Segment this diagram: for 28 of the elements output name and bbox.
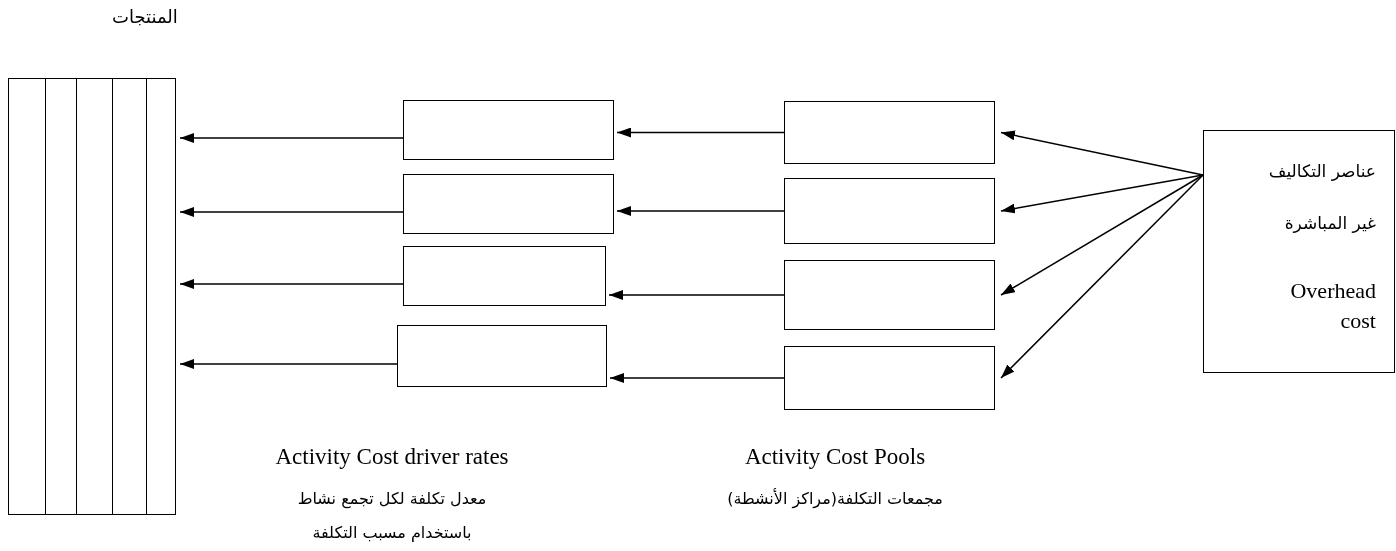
- arrow: [1000, 174, 1204, 214]
- arrow: [179, 133, 404, 143]
- caption-text: Activity Cost Pools: [743, 443, 927, 471]
- arrow: [609, 373, 785, 383]
- caption-text: معدل تكلفة لكل تجمع نشاط باستخدام مسبب التكلفة: [296, 488, 488, 544]
- cost-box: [1203, 130, 1395, 373]
- caption-text: Activity Cost driver rates: [274, 443, 510, 471]
- empty-box: [784, 178, 995, 244]
- arrow: [608, 290, 785, 300]
- heading-text: المنتجات: [112, 6, 178, 27]
- empty-box: [397, 325, 607, 387]
- caption-text: مجمعات التكلفة(مراكز الأنشطة): [726, 487, 944, 511]
- arabic-text: عناصر التكاليف غير المباشرة: [1267, 160, 1376, 235]
- arrow: [179, 359, 398, 369]
- overhead-text: Overhead cost: [1289, 277, 1376, 335]
- empty-box: [403, 100, 614, 160]
- empty-box: [403, 246, 606, 306]
- arrow: [1000, 130, 1204, 176]
- arrow: [616, 127, 785, 138]
- empty-box: [784, 346, 995, 410]
- arrow: [179, 279, 404, 289]
- arrow: [179, 207, 404, 217]
- empty-box: [784, 101, 995, 164]
- empty-box: [784, 260, 995, 330]
- empty-box: [403, 174, 614, 234]
- arrow: [616, 206, 785, 216]
- arrow: [1000, 174, 1204, 296]
- arrow: [1000, 174, 1204, 379]
